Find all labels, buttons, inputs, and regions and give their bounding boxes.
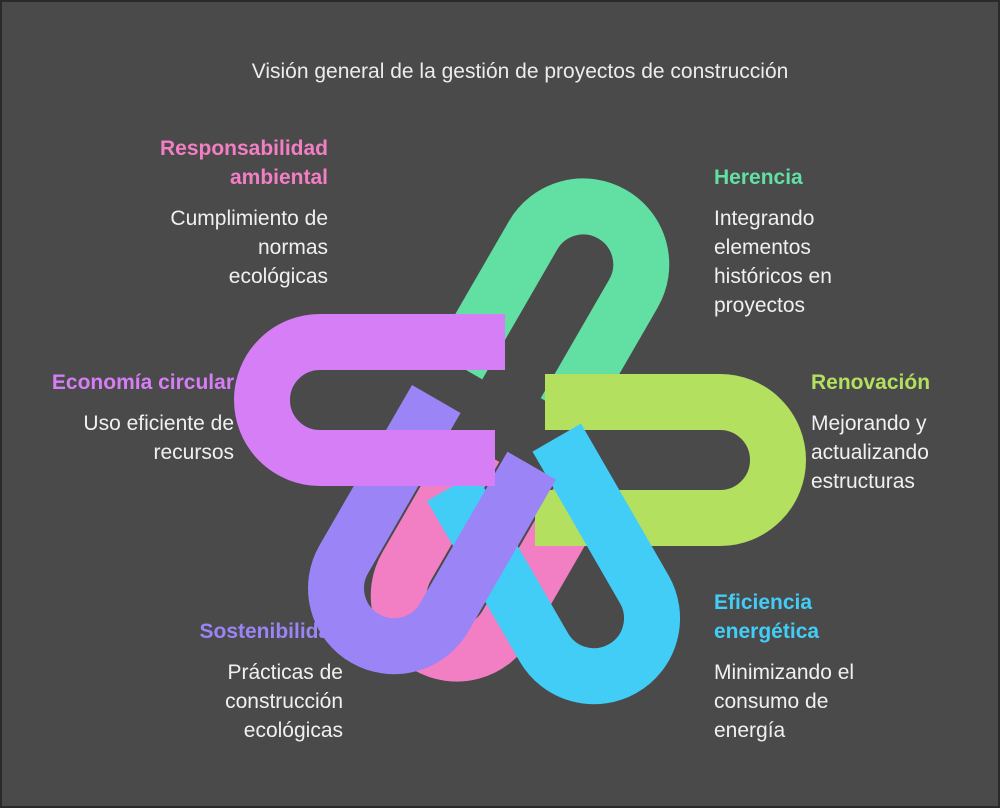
description-line: estructuras [811, 470, 915, 493]
heading-line: energética [714, 620, 820, 643]
heading: Herencia [714, 163, 974, 192]
description-line: ecológicas [228, 265, 328, 288]
description-line: ecológicas [243, 719, 343, 742]
segment-lime [535, 374, 806, 546]
heading-line: Economía circular [51, 371, 234, 394]
description-line: Cumplimiento de [170, 207, 328, 230]
description-line: Mejorando y [811, 412, 927, 435]
description-line: energía [714, 719, 786, 742]
label-eficiencia-energetica: Eficiencia energética Minimizando el con… [714, 588, 974, 745]
description-line: consumo de [714, 690, 829, 713]
segment-green [433, 178, 670, 427]
description: Minimizando el consumo de energía [714, 658, 974, 745]
heading-line: Herencia [714, 166, 803, 189]
segment-cyan [427, 423, 680, 705]
label-sostenibilidad: Sostenibilidad Prácticas de construcción… [43, 617, 343, 745]
description: Uso eficiente de recursos [14, 409, 234, 467]
label-economia-circular: Economía circular Uso eficiente de recur… [14, 368, 234, 467]
segment-violet [234, 314, 505, 486]
description-line: elementos [714, 236, 811, 259]
heading-line: ambiental [229, 166, 328, 189]
heading-line: Renovación [811, 371, 931, 394]
description: Cumplimiento de normas ecológicas [28, 204, 328, 291]
label-renovacion: Renovación Mejorando y actualizando estr… [811, 368, 991, 496]
heading: Sostenibilidad [43, 617, 343, 646]
label-herencia: Herencia Integrando elementos históricos… [714, 163, 974, 320]
heading-line: Sostenibilidad [199, 620, 343, 643]
description: Mejorando y actualizando estructuras [811, 409, 991, 496]
label-responsabilidad-ambiental: Responsabilidad ambiental Cumplimiento d… [28, 134, 328, 291]
description-line: Integrando [714, 207, 815, 230]
description-line: normas [257, 236, 328, 259]
description-line: Uso eficiente de [83, 412, 234, 435]
description-line: construcción [225, 690, 343, 713]
heading: Eficiencia energética [714, 588, 974, 646]
heading-line: Eficiencia [714, 591, 813, 614]
description: Integrando elementos históricos en proye… [714, 204, 974, 320]
description-line: Minimizando el [714, 661, 855, 684]
description-line: Prácticas de [227, 661, 343, 684]
heading: Responsabilidad ambiental [28, 134, 328, 192]
description-line: históricos en [714, 265, 832, 288]
heading-line: Responsabilidad [159, 137, 328, 160]
segment-purple [308, 384, 556, 675]
heading: Economía circular [14, 368, 234, 397]
heading: Renovación [811, 368, 991, 397]
description: Prácticas de construcción ecológicas [43, 658, 343, 745]
description-line: proyectos [714, 294, 806, 317]
description-line: recursos [153, 441, 234, 464]
description-line: actualizando [811, 441, 929, 464]
diagram-title: Visión general de la gestión de proyecto… [251, 60, 789, 83]
